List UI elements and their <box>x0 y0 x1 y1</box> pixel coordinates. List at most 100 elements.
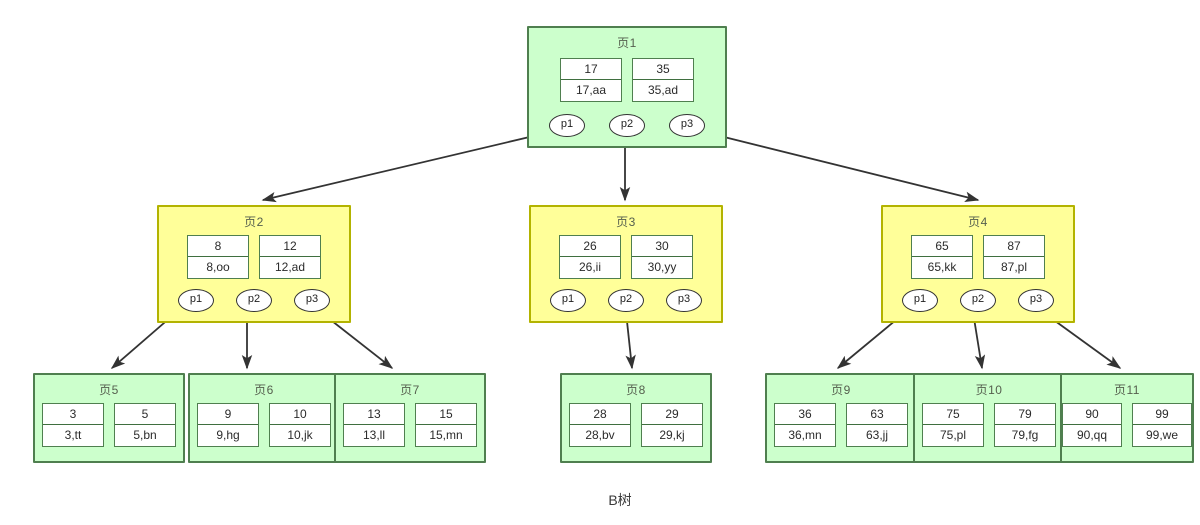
cell-value: 36,mn <box>788 428 822 442</box>
cell-page4-0[interactable]: 65 65,kk <box>911 235 973 279</box>
pointer-page3-p2[interactable]: p2 <box>608 289 644 312</box>
cell-key: 99 <box>1133 404 1191 425</box>
node-pointers-page2: p1 p2 p3 <box>159 289 349 312</box>
cell-key: 29 <box>642 404 702 425</box>
pointer-page4-p3[interactable]: p3 <box>1018 289 1054 312</box>
cell-value: 87,pl <box>1000 260 1028 274</box>
cell-page7-0[interactable]: 13 13,ll <box>343 403 405 447</box>
diagram-caption: B树 <box>608 492 632 508</box>
cell-key: 12 <box>260 236 320 257</box>
cell-value: 10,jk <box>287 428 313 442</box>
cell-value: 13,ll <box>362 428 385 442</box>
cell-key: 79 <box>995 404 1055 425</box>
pointer-page1-p2[interactable]: p2 <box>609 114 645 137</box>
node-title-page5: 页5 <box>99 383 119 397</box>
pointer-page1-p1[interactable]: p1 <box>549 114 585 137</box>
node-cells-page10: 75 75,pl 79 79,fg <box>915 403 1063 447</box>
node-title-page3: 页3 <box>616 215 636 229</box>
pointer-page3-p1[interactable]: p1 <box>550 289 586 312</box>
cell-key: 75 <box>923 404 983 425</box>
cell-page7-1[interactable]: 15 15,mn <box>415 403 477 447</box>
cell-value: 12,ad <box>274 260 306 274</box>
node-title-page1: 页1 <box>617 36 637 50</box>
node-pointers-page1: p1 p2 p3 <box>529 114 725 137</box>
node-title-page8: 页8 <box>626 383 646 397</box>
cell-value: 3,tt <box>64 428 82 442</box>
cell-key: 5 <box>115 404 175 425</box>
node-title-page2: 页2 <box>244 215 264 229</box>
cell-key: 63 <box>847 404 907 425</box>
cell-page10-0[interactable]: 75 75,pl <box>922 403 984 447</box>
cell-page4-1[interactable]: 87 87,pl <box>983 235 1045 279</box>
node-pointers-page4: p1 p2 p3 <box>883 289 1073 312</box>
pointer-page3-p3[interactable]: p3 <box>666 289 702 312</box>
node-cells-page4: 65 65,kk 87 87,pl <box>883 235 1073 279</box>
node-pointers-page3: p1 p2 p3 <box>531 289 721 312</box>
node-page6[interactable]: 页6 9 9,hg 10 10,jk <box>188 373 340 463</box>
cell-key: 87 <box>984 236 1044 257</box>
pointer-page2-p1[interactable]: p1 <box>178 289 214 312</box>
cell-page2-1[interactable]: 12 12,ad <box>259 235 321 279</box>
pointer-page4-p1[interactable]: p1 <box>902 289 938 312</box>
cell-value: 8,oo <box>206 260 230 274</box>
node-title-page11: 页11 <box>1114 383 1140 397</box>
cell-key: 9 <box>198 404 258 425</box>
pointer-page1-p3[interactable]: p3 <box>669 114 705 137</box>
cell-value: 75,pl <box>939 428 967 442</box>
cell-page10-1[interactable]: 79 79,fg <box>994 403 1056 447</box>
cell-page6-1[interactable]: 10 10,jk <box>269 403 331 447</box>
cell-page6-0[interactable]: 9 9,hg <box>197 403 259 447</box>
node-title-page6: 页6 <box>254 383 274 397</box>
cell-value: 79,fg <box>1011 428 1039 442</box>
pointer-page2-p2[interactable]: p2 <box>236 289 272 312</box>
cell-page1-1[interactable]: 35 35,ad <box>632 58 694 102</box>
cell-value: 35,ad <box>647 83 679 97</box>
cell-value: 65,kk <box>927 260 957 274</box>
cell-value: 17,aa <box>575 83 607 97</box>
cell-key: 35 <box>633 59 693 80</box>
cell-page8-1[interactable]: 29 29,kj <box>641 403 703 447</box>
cell-value: 28,bv <box>585 428 615 442</box>
cell-key: 26 <box>560 236 620 257</box>
cell-value: 30,yy <box>647 260 677 274</box>
cell-value: 29,kj <box>659 428 685 442</box>
cell-key: 13 <box>344 404 404 425</box>
cell-key: 30 <box>632 236 692 257</box>
pointer-page4-p2[interactable]: p2 <box>960 289 996 312</box>
cell-key: 15 <box>416 404 476 425</box>
cell-page3-1[interactable]: 30 30,yy <box>631 235 693 279</box>
cell-key: 10 <box>270 404 330 425</box>
cell-key: 65 <box>912 236 972 257</box>
cell-key: 90 <box>1063 404 1121 425</box>
pointer-page2-p3[interactable]: p3 <box>294 289 330 312</box>
cell-value: 15,mn <box>429 428 463 442</box>
cell-value: 9,hg <box>216 428 240 442</box>
